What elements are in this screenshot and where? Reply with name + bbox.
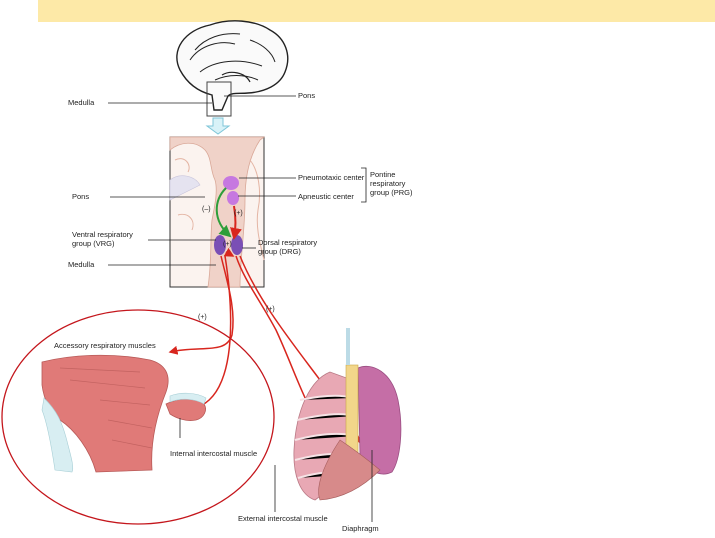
medulla-label-top: Medulla	[68, 98, 95, 107]
vrg-node	[214, 235, 226, 255]
accessory-muscles-label: Accessory respiratory muscles	[54, 341, 156, 350]
path-to-external	[235, 255, 313, 414]
apneustic-label: Apneustic center	[298, 192, 354, 201]
vrg-label: Ventral respiratory group (VRG)	[72, 230, 133, 248]
external-intercostal-label: External intercostal muscle	[238, 514, 328, 523]
apneustic-center	[227, 191, 239, 205]
accessory-muscles-callout	[1, 309, 275, 525]
excite-sign-center: (+)	[223, 241, 232, 248]
pons-label-mid: Pons	[72, 192, 90, 201]
drg-node	[231, 235, 243, 255]
internal-intercostal-label: Internal intercostal muscle	[170, 449, 258, 458]
path-to-accessory	[168, 255, 234, 355]
excite-sign-apneustic: (+)	[234, 210, 243, 217]
path-to-internal	[190, 255, 232, 412]
pneumotaxic-label: Pneumotaxic center	[298, 173, 365, 182]
header-banner	[38, 0, 715, 22]
pneumotaxic-center	[223, 176, 239, 190]
medulla-label-mid: Medulla	[68, 260, 95, 269]
pons-label-top: Pons	[298, 91, 316, 100]
muscle-illustration	[41, 354, 207, 473]
ribcage-illustration	[293, 328, 402, 501]
inhibit-sign: (–)	[202, 206, 211, 213]
excite-sign-right: (+)	[266, 306, 275, 313]
brain-icon	[176, 20, 289, 111]
down-arrow-icon	[205, 117, 231, 135]
excite-sign-left: (+)	[198, 314, 207, 321]
drg-label: Dorsal respiratory group (DRG)	[258, 238, 318, 256]
diaphragm-label: Diaphragm	[342, 524, 379, 533]
excite-arrow-apneustic	[230, 205, 242, 240]
brainstem-box	[206, 81, 232, 117]
prg-label: Pontine respiratory group (PRG)	[370, 170, 413, 197]
inhibit-arrow	[215, 187, 232, 238]
